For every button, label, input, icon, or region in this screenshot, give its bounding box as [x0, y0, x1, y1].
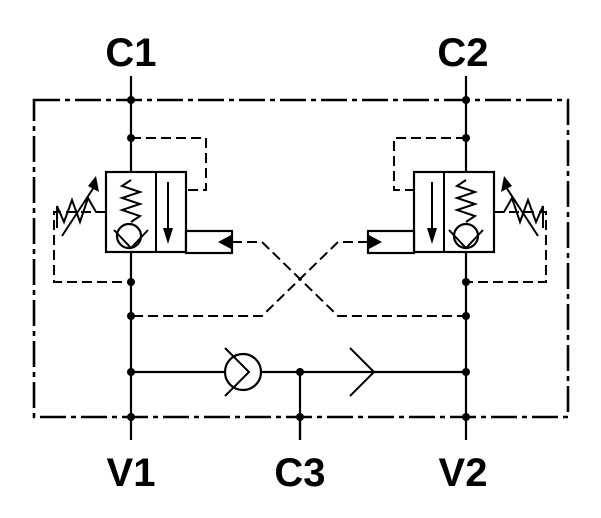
- pilot-lines: [53, 137, 547, 317]
- right-counterbalance-valve: [366, 170, 544, 255]
- port-label-v2: V2: [439, 451, 488, 495]
- port-label-v1: V1: [107, 451, 156, 495]
- port-label-c3: C3: [274, 451, 325, 495]
- port-label-c1: C1: [105, 31, 156, 75]
- left-counterbalance-valve: [56, 170, 234, 255]
- shuttle-check-valve: [223, 347, 376, 397]
- port-label-c2: C2: [437, 31, 488, 75]
